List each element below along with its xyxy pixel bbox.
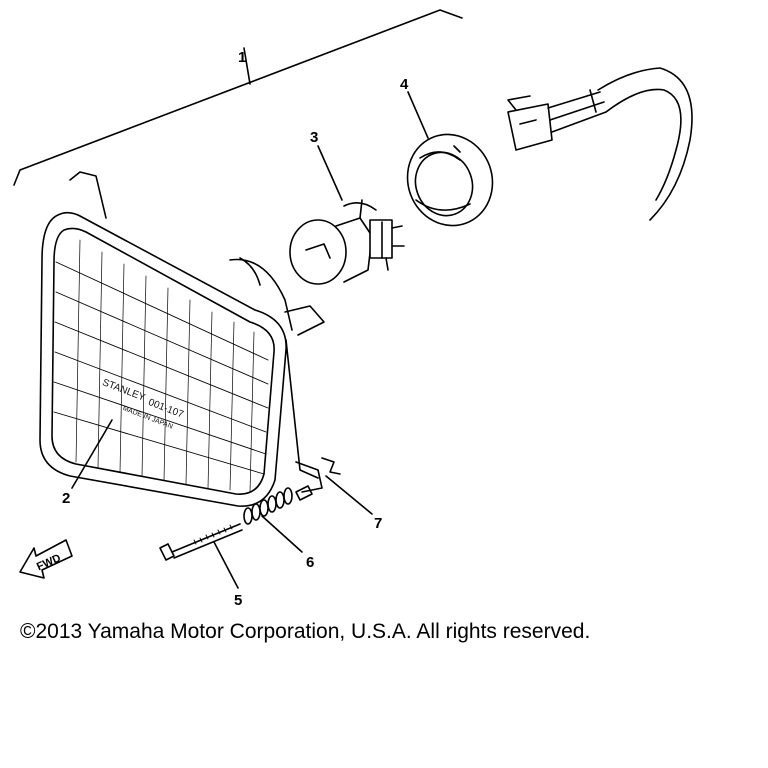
callout-5: 5 <box>234 592 242 609</box>
adjusting-screw <box>159 523 243 561</box>
callout-1: 1 <box>238 49 246 66</box>
callout-4: 4 <box>400 76 409 93</box>
leader-line-1 <box>243 47 251 85</box>
leader-line-6 <box>261 515 303 553</box>
leader-line-5 <box>213 541 239 589</box>
leader-line-3 <box>317 145 343 201</box>
bulb-retaining-ring <box>406 133 494 227</box>
adjuster-clip <box>321 457 341 475</box>
callout-2: 2 <box>62 490 70 507</box>
fwd-arrow-icon <box>19 539 73 579</box>
callout-3: 3 <box>310 129 318 146</box>
callout-7: 7 <box>374 515 382 532</box>
headlight-unit <box>39 171 325 507</box>
bulb <box>289 199 405 285</box>
callout-6: 6 <box>306 554 314 571</box>
headlight-exploded-diagram: STANLEY 001-107 MADE IN JAPAN 1 2 3 4 5 … <box>13 9 693 609</box>
leader-line-4 <box>407 91 429 139</box>
assembly-bracket <box>13 9 463 186</box>
wire-harness-connector <box>507 67 693 221</box>
leader-line-7 <box>325 475 373 515</box>
leader-line-2 <box>71 419 113 489</box>
adjuster-spring <box>243 485 313 525</box>
copyright-notice: ©2013 Yamaha Motor Corporation, U.S.A. A… <box>20 620 591 643</box>
